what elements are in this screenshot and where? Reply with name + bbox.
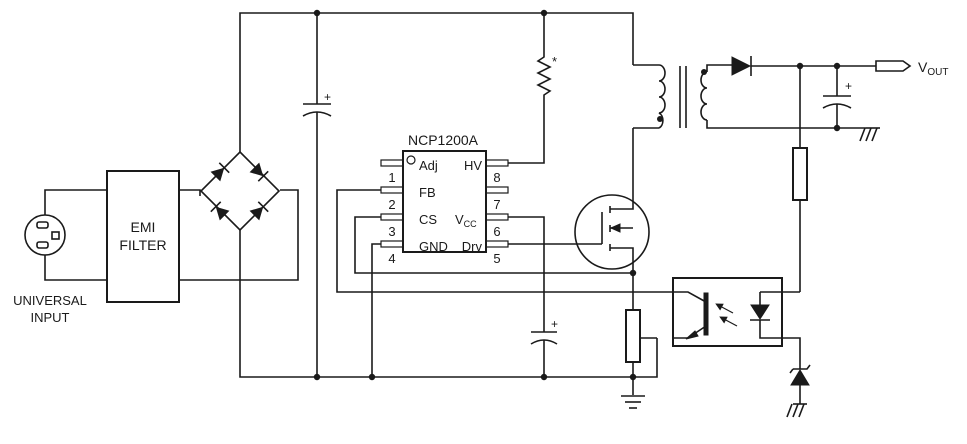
pin-number-1: 1	[388, 170, 395, 185]
optocoupler	[672, 277, 783, 347]
primary-ground	[621, 395, 645, 409]
zener-diode	[782, 337, 811, 404]
universal-input-label-1: UNIVERSAL	[13, 293, 87, 308]
pin-label-gnd: GND	[419, 239, 448, 254]
vcc-cap-plus: +	[551, 317, 558, 331]
universal-input-label-2: INPUT	[31, 310, 70, 325]
mosfet	[574, 128, 650, 273]
ac-input-plug	[24, 189, 107, 281]
vout-label: VOUT	[918, 59, 948, 78]
output-capacitor	[822, 66, 866, 129]
output-diode	[731, 56, 876, 76]
bridge-rectifier	[199, 150, 281, 232]
emi-filter-box	[106, 170, 180, 303]
pin-number-6: 6	[493, 224, 500, 239]
bulk-cap-plus: +	[324, 90, 331, 104]
vcc-capacitor	[530, 331, 558, 377]
transformer	[633, 64, 837, 129]
bulk-capacitor	[302, 13, 332, 377]
pin-label-adj: Adj	[419, 158, 438, 173]
ic-pin1-marker	[406, 155, 416, 165]
pin-label-vcc: VCC	[455, 212, 477, 229]
vout-terminal	[875, 60, 912, 72]
startup-resistor	[508, 13, 552, 164]
secondary-ground	[859, 127, 880, 142]
output-cap-plus: +	[845, 79, 852, 93]
pin-number-4: 4	[388, 251, 395, 266]
ic-pins	[380, 159, 509, 248]
junction-dots	[313, 9, 841, 381]
pin-number-3: 3	[388, 224, 395, 239]
ic-name: NCP1200A	[408, 132, 479, 148]
feedback-resistor	[792, 147, 808, 201]
pin-number-2: 2	[388, 197, 395, 212]
emi-filter-label-1: EMI	[131, 219, 156, 235]
pin-number-5: 5	[493, 251, 500, 266]
pin-label-fb: FB	[419, 185, 436, 200]
pin-label-hv: HV	[464, 158, 482, 173]
pin-label-drv: Drv	[462, 239, 483, 254]
pin-number-8: 8	[493, 170, 500, 185]
emi-filter-label-2: FILTER	[119, 237, 166, 253]
pin-label-cs: CS	[419, 212, 437, 227]
zener-ground	[786, 403, 807, 418]
pin-number-7: 7	[493, 197, 500, 212]
ic-body	[402, 150, 487, 253]
resistor-note: *	[552, 54, 557, 69]
sense-resistor	[625, 273, 641, 377]
